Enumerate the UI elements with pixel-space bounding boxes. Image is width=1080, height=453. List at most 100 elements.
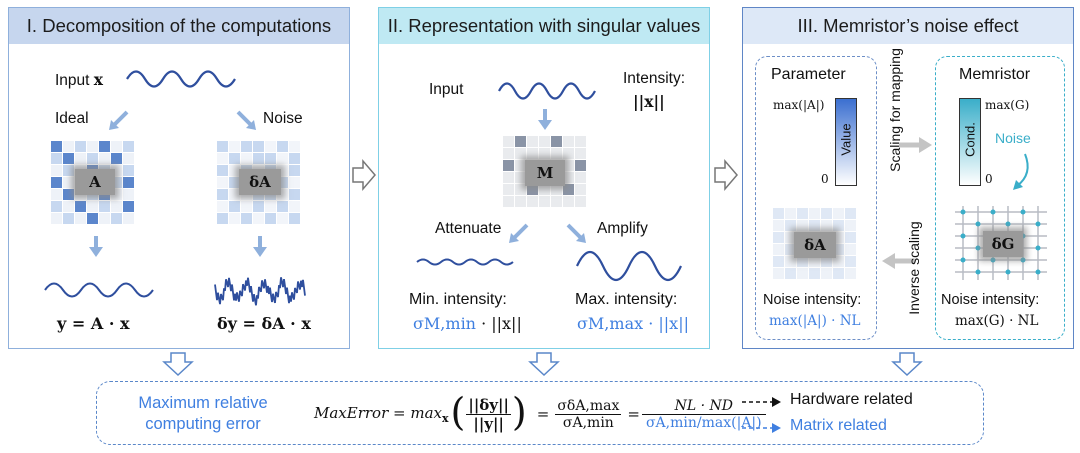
matrix-cell xyxy=(785,268,796,279)
matrix-cell xyxy=(277,141,288,152)
matrix-cell xyxy=(845,208,856,219)
amplify-arrow xyxy=(566,223,586,243)
matrix-m-label-box: M xyxy=(525,160,565,186)
matrix-cell xyxy=(51,141,62,152)
matrix-cell xyxy=(265,153,276,164)
matrix-cell xyxy=(289,177,300,188)
formula-sub: x xyxy=(441,411,449,425)
crossbar-device xyxy=(960,209,966,215)
param-matrix-label-box: δA xyxy=(794,232,836,258)
matrix-cell xyxy=(289,153,300,164)
param-value-bar: Value xyxy=(835,98,857,186)
matrix-cell xyxy=(229,201,240,212)
matrix-cell xyxy=(785,220,796,231)
output-wave-noise xyxy=(214,277,306,306)
matrix-cell xyxy=(773,220,784,231)
param-max-label: max(|A|) xyxy=(773,98,825,112)
panel-memristor-noise: III. Memristor’s noise effect Parameter … xyxy=(742,7,1074,349)
matrix-cell xyxy=(845,232,856,243)
matrix-cell xyxy=(527,184,538,195)
down-arrow-ideal xyxy=(89,236,103,257)
parameter-title: Parameter xyxy=(771,66,846,83)
crossbar-device xyxy=(975,245,981,251)
matrix-cell xyxy=(515,160,526,171)
down-arrow-panel3 xyxy=(891,352,923,377)
mem-bar-label: Cond. xyxy=(962,122,978,157)
matrix-cell xyxy=(515,184,526,195)
matrix-cell xyxy=(229,177,240,188)
matrix-cell xyxy=(63,177,74,188)
frac2-num: σδA,max xyxy=(555,397,622,415)
memristor-title: Memristor xyxy=(959,66,1031,83)
noise-label: Noise xyxy=(263,110,303,127)
crossbar-device xyxy=(960,233,966,239)
mem-noise-label: Noise xyxy=(995,130,1031,146)
param-noise-intensity-expr: max(|A|) · NL xyxy=(769,313,861,329)
output-wave-ideal xyxy=(44,282,154,298)
matrix-cell xyxy=(809,208,820,219)
attenuate-label: Attenuate xyxy=(435,220,502,237)
matrix-cell xyxy=(87,213,98,224)
matrix-cell xyxy=(217,165,228,176)
matrix-cell xyxy=(277,213,288,224)
matrix-cell xyxy=(539,196,550,207)
matrix-cell xyxy=(563,136,574,147)
matrix-cell xyxy=(87,201,98,212)
matrix-cell xyxy=(111,153,122,164)
matrix-cell xyxy=(527,196,538,207)
matrix-cell xyxy=(539,184,550,195)
matrix-cell xyxy=(797,208,808,219)
frac3-num: NL · ND xyxy=(641,398,766,415)
input-label-2: Input xyxy=(429,81,464,98)
matrix-cell xyxy=(75,201,86,212)
panel-memristor-header: III. Memristor’s noise effect xyxy=(743,8,1073,44)
matrix-cell xyxy=(51,165,62,176)
mem-matrix-label: δG xyxy=(991,235,1015,253)
matrix-cell xyxy=(289,189,300,200)
matrix-cell xyxy=(821,208,832,219)
matrix-cell xyxy=(809,268,820,279)
panel-decomposition-header: I. Decomposition of the computations xyxy=(9,8,349,44)
parameter-box xyxy=(755,56,877,340)
matrix-cell xyxy=(539,148,550,159)
matrix-cell xyxy=(845,268,856,279)
max-intensity-label: Max. intensity: xyxy=(575,291,678,308)
matrix-cell xyxy=(277,177,288,188)
matrix-cell xyxy=(99,213,110,224)
matrix-cell xyxy=(833,208,844,219)
matrix-cell xyxy=(821,256,832,267)
matrix-cell xyxy=(845,256,856,267)
param-bar-label: Value xyxy=(838,123,854,156)
matrix-cell xyxy=(809,220,820,231)
matrix-cell xyxy=(809,256,820,267)
matrix-cell xyxy=(51,189,62,200)
matrix-cell xyxy=(111,165,122,176)
matrix-cell xyxy=(833,220,844,231)
matrix-cell xyxy=(845,220,856,231)
matrix-cell xyxy=(123,201,134,212)
matrix-cell xyxy=(773,208,784,219)
matrix-cell xyxy=(575,184,586,195)
matrix-cell xyxy=(503,148,514,159)
formula-eq2: = xyxy=(627,405,640,423)
matrix-cell xyxy=(111,189,122,200)
ideal-label: Ideal xyxy=(55,110,89,127)
panel-representation: II. Representation with singular values … xyxy=(378,7,710,349)
matrix-cell xyxy=(63,213,74,224)
intensity-value: ||x|| xyxy=(633,92,665,111)
crossbar-device xyxy=(1005,221,1011,227)
matrix-m-label: M xyxy=(536,164,554,182)
param-zero-label: 0 xyxy=(821,172,829,186)
matrix-cell xyxy=(253,153,264,164)
mem-zero-label: 0 xyxy=(985,172,993,186)
matrix-a-label: A xyxy=(89,173,101,191)
matrix-cell xyxy=(785,244,796,255)
matrix-cell xyxy=(63,165,74,176)
matrix-cell xyxy=(527,136,538,147)
panel-representation-title: II. Representation with singular values xyxy=(387,15,701,36)
frac1-den: ||y|| xyxy=(473,414,504,433)
matrix-cell xyxy=(515,148,526,159)
matrix-cell xyxy=(229,213,240,224)
matrix-cell xyxy=(773,256,784,267)
down-arrow-panel2 xyxy=(528,352,560,377)
